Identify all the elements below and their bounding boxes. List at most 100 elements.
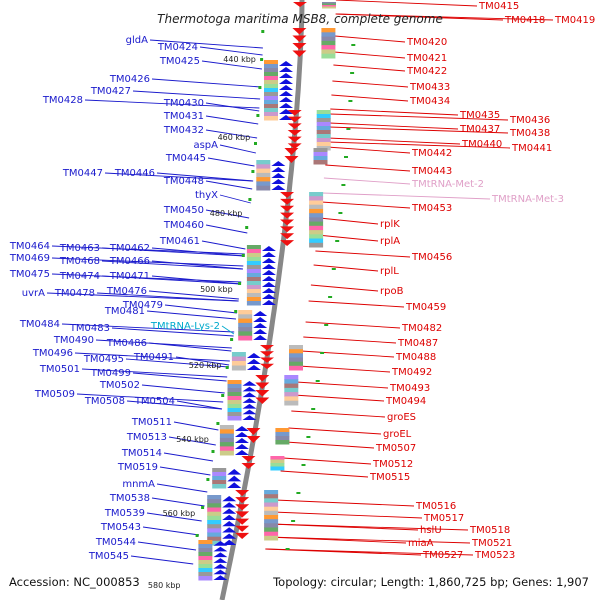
right-gene-label[interactable]: TM0523 [474, 550, 515, 561]
left-gene-label[interactable]: TM0539 [104, 508, 145, 519]
right-gene-label[interactable]: TM0487 [397, 338, 438, 349]
left-gene-label[interactable]: mnmA [122, 479, 155, 490]
left-gene-label[interactable]: TM0432 [163, 125, 204, 136]
right-gene-label[interactable]: TM0419 [554, 15, 595, 26]
left-gene-label[interactable]: TM0462 [109, 243, 150, 254]
left-gene-label[interactable]: TM0466 [109, 256, 150, 267]
left-gene-label[interactable]: TM0478 [54, 288, 95, 299]
right-gene-label[interactable]: TM0435 [459, 110, 500, 121]
right-gene-label[interactable]: TM0515 [369, 472, 410, 483]
left-gene-label[interactable]: TM0431 [163, 111, 204, 122]
right-gene-label[interactable]: rplL [380, 266, 399, 277]
left-gene-label[interactable]: TM0483 [69, 323, 110, 334]
right-gene-label[interactable]: TM0436 [509, 115, 550, 126]
left-gene-label[interactable]: thyX [195, 190, 218, 201]
left-gene-label[interactable]: TM0499 [90, 368, 131, 379]
right-gene-label[interactable]: TM0422 [406, 66, 447, 77]
left-gene-label[interactable]: TM0471 [109, 271, 150, 282]
left-gene-label[interactable]: TM0481 [104, 306, 145, 317]
left-gene-label[interactable]: TM0486 [106, 338, 147, 349]
left-gene-label[interactable]: TM0484 [19, 319, 60, 330]
right-gene-label[interactable]: rpoB [380, 286, 404, 297]
right-gene-label[interactable]: TM0438 [509, 128, 550, 139]
right-gene-label[interactable]: TM0421 [406, 53, 447, 64]
right-gene-label[interactable]: TM0516 [415, 501, 456, 512]
right-gene-label[interactable]: TM0488 [395, 352, 436, 363]
left-gene-label[interactable]: TM0450 [163, 205, 204, 216]
left-gene-label[interactable]: TM0490 [53, 335, 94, 346]
left-gene-label[interactable]: TM0508 [84, 396, 125, 407]
right-gene-label[interactable]: TMtRNA-Met-3 [491, 194, 564, 205]
left-gene-label[interactable]: uvrA [22, 288, 45, 299]
right-gene-label[interactable]: TM0442 [411, 148, 452, 159]
left-gene-label[interactable]: TM0474 [59, 271, 100, 282]
right-gene-label[interactable]: TM0517 [423, 513, 464, 524]
left-gene-label[interactable]: TM0476 [106, 286, 147, 297]
right-gene-label[interactable]: TM0420 [406, 37, 447, 48]
left-gene-label[interactable]: TM0511 [131, 417, 172, 428]
right-gene-label[interactable]: TM0440 [461, 139, 502, 150]
left-gene-label[interactable]: TM0430 [163, 98, 204, 109]
left-gene-label[interactable]: TM0424 [157, 42, 198, 53]
right-gene-label[interactable]: TM0482 [401, 323, 442, 334]
left-gene-label[interactable]: TM0445 [165, 153, 206, 164]
left-gene-label[interactable]: TM0468 [59, 256, 100, 267]
right-gene-label[interactable]: TM0437 [459, 124, 500, 135]
right-gene-label[interactable]: TM0512 [372, 459, 413, 470]
left-gene-label[interactable]: TM0460 [163, 220, 204, 231]
left-gene-label[interactable]: TM0464 [9, 241, 50, 252]
left-gene-label[interactable]: TM0545 [88, 551, 129, 562]
left-gene-label[interactable]: TM0502 [99, 380, 140, 391]
right-gene-label[interactable]: rplA [380, 236, 400, 247]
left-gene-label[interactable]: TM0425 [159, 56, 200, 67]
right-gene-label[interactable]: TM0456 [411, 252, 452, 263]
right-gene-label[interactable]: groEL [383, 429, 412, 440]
right-gene-label[interactable]: TM0459 [405, 302, 446, 313]
left-gene-label[interactable]: TM0544 [95, 537, 136, 548]
right-gene-label[interactable]: TM0527 [422, 550, 463, 561]
left-gene-label[interactable]: TM0447 [62, 168, 103, 179]
left-gene-label[interactable]: aspA [193, 140, 218, 151]
left-gene-label[interactable]: TM0491 [133, 352, 174, 363]
left-gene-label[interactable]: TM0426 [109, 74, 150, 85]
right-gene-label[interactable]: TM0418 [504, 15, 545, 26]
left-gene-label[interactable]: TM0496 [32, 348, 73, 359]
right-gene-label[interactable]: TM0492 [391, 367, 432, 378]
right-gene-label[interactable]: TMtRNA-Met-2 [411, 179, 484, 190]
left-gene-label[interactable]: TM0513 [126, 432, 167, 443]
right-gene-label[interactable]: TM0493 [389, 383, 430, 394]
left-gene-label[interactable]: TM0509 [34, 389, 75, 400]
right-gene-label[interactable]: TM0494 [385, 396, 426, 407]
left-gene-label[interactable]: TM0469 [9, 253, 50, 264]
left-gene-label[interactable]: gldA [126, 35, 148, 46]
left-gene-label[interactable]: TM0519 [117, 462, 158, 473]
left-gene-label[interactable]: TM0479 [122, 300, 163, 311]
left-gene-label[interactable]: TMtRNA-Lys-2 [150, 321, 220, 332]
left-gene-label[interactable]: TM0463 [59, 243, 100, 254]
right-gene-label[interactable]: TM0518 [469, 525, 510, 536]
right-gene-label[interactable]: rplK [380, 219, 400, 230]
left-gene-label[interactable]: TM0461 [159, 236, 200, 247]
left-gene-label[interactable]: TM0538 [109, 493, 150, 504]
right-gene-label[interactable]: TM0441 [511, 143, 552, 154]
right-gene-label[interactable]: TM0453 [411, 203, 452, 214]
right-gene-label[interactable]: TM0433 [409, 82, 450, 93]
left-gene-label[interactable]: TM0543 [100, 522, 141, 533]
right-gene-label[interactable]: hslU [420, 525, 442, 536]
left-gene-label[interactable]: TM0495 [83, 354, 124, 365]
left-gene-label[interactable]: TM0446 [114, 168, 155, 179]
right-gene-label[interactable]: TM0507 [375, 443, 416, 454]
left-gene-label[interactable]: TM0475 [9, 269, 50, 280]
left-gene-label[interactable]: TM0428 [42, 95, 83, 106]
right-gene-label[interactable]: miaA [408, 538, 434, 549]
right-gene-label[interactable]: TM0521 [471, 538, 512, 549]
right-gene-label[interactable]: TM0443 [411, 166, 452, 177]
right-gene-label[interactable]: groES [387, 412, 416, 423]
left-gene-label[interactable]: TM0448 [163, 176, 204, 187]
right-gene-label[interactable]: TM0415 [478, 1, 519, 12]
left-gene-label[interactable]: TM0514 [121, 448, 162, 459]
left-gene-label[interactable]: TM0501 [39, 364, 80, 375]
right-gene-label[interactable]: TM0434 [409, 96, 450, 107]
left-gene-label[interactable]: TM0504 [134, 396, 175, 407]
left-gene-label[interactable]: TM0427 [90, 86, 131, 97]
